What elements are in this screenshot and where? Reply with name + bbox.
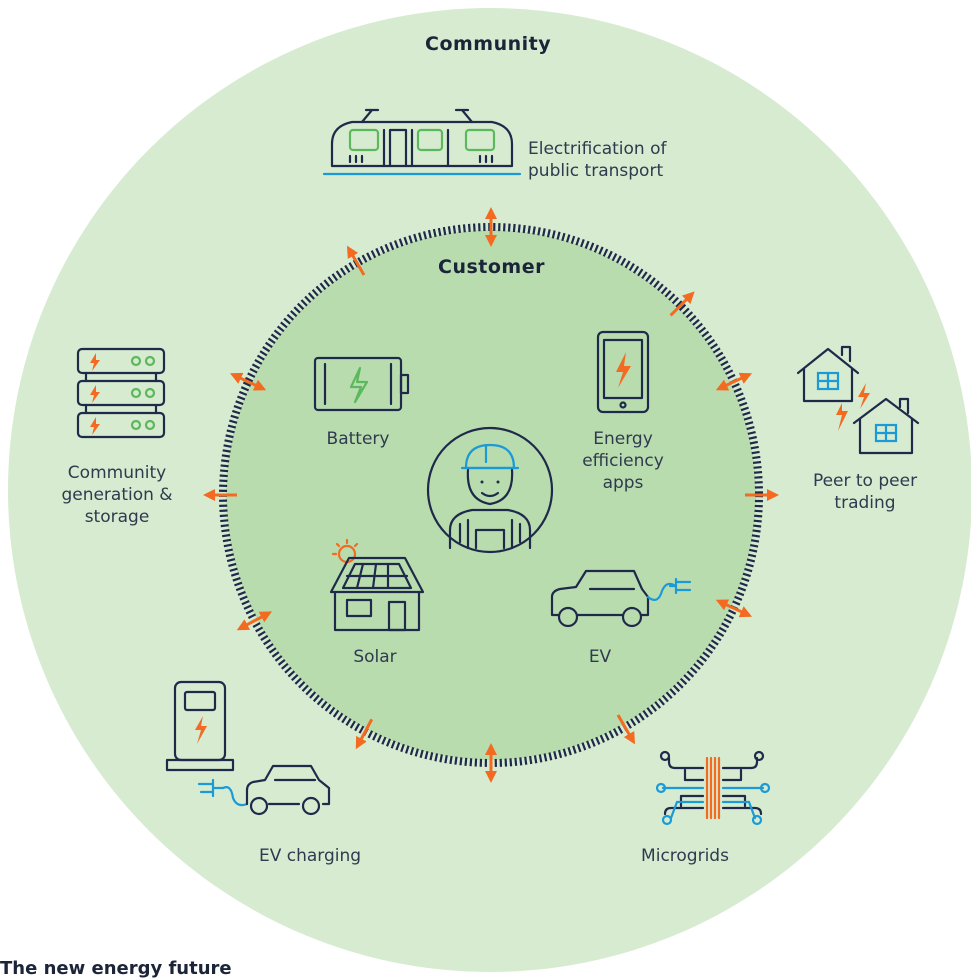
smartphone-icon [596,330,650,414]
exchange-arrow [355,718,374,750]
energy-apps-line-2: efficiency [582,451,664,471]
storage-line-2: generation & [61,485,173,505]
energy-apps-line-1: Energy [593,429,653,449]
p2p-line-2: trading [834,493,896,513]
battery-label: Battery [326,429,390,449]
storage-rack-icon [76,347,166,439]
worker-icon [426,426,554,554]
microgrid-icon [655,750,771,826]
exchange-arrow [346,245,366,276]
ev-charging-label: EV charging [258,846,362,866]
tram-icon [322,108,522,176]
exchange-arrow [715,599,753,618]
exchange-arrow [669,291,695,317]
p2p-line-1: Peer to peer [812,471,918,491]
microgrids-label: Microgrids [641,846,729,866]
solar-house-icon [329,538,425,632]
customer-title: Customer [438,256,545,278]
community-title: Community [425,33,552,55]
storage-line-1: Community [67,463,167,483]
energy-apps-label: Energy efficiency apps [568,428,678,494]
exchange-arrow [616,714,635,745]
charging-station-icon [165,680,331,816]
houses-trading-icon [796,345,920,455]
transport-line-1: Electrification of [528,139,667,159]
figure-caption: The new energy future [0,958,232,979]
electric-car-icon [550,569,692,628]
exchange-arrows [203,207,779,783]
transport-label: Electrification of public transport [528,138,698,182]
community-storage-label: Community generation & storage [52,462,182,528]
solar-label: Solar [353,647,397,667]
battery-icon [313,356,410,412]
exchange-arrow [236,611,273,631]
energy-apps-line-3: apps [602,473,644,493]
exchange-arrow [715,372,753,391]
exchange-arrow [229,372,267,391]
p2p-label: Peer to peer trading [795,470,935,514]
storage-line-3: storage [84,507,150,527]
ev-label: EV [588,647,612,667]
transport-line-2: public transport [528,161,664,181]
